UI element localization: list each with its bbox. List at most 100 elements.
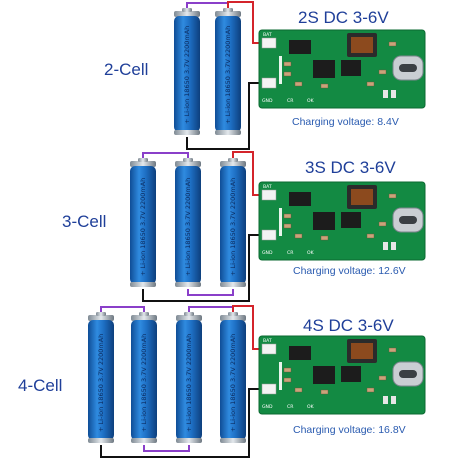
ic-chip bbox=[289, 346, 311, 360]
status-led bbox=[391, 242, 396, 250]
ic-chip bbox=[289, 40, 311, 54]
battery-print: + Li-ion 18650 3.7V 2200mAh bbox=[139, 178, 147, 276]
cell-count-label: 2-Cell bbox=[104, 60, 149, 79]
pad-label-ok: OK bbox=[307, 404, 315, 410]
pad-label-gnd: GND bbox=[262, 250, 273, 256]
battery-positive-cap bbox=[220, 315, 246, 321]
pad-label-bat: BAT bbox=[263, 184, 272, 190]
battery-negative-cap bbox=[220, 438, 246, 443]
battery-terminal bbox=[183, 158, 193, 162]
usb-c-port bbox=[399, 216, 417, 224]
series-wire bbox=[187, 289, 234, 296]
smd-component bbox=[294, 233, 303, 239]
battery-print: + Li-ion 18650 3.7V 2200mAh bbox=[184, 178, 192, 276]
battery-terminal bbox=[139, 312, 149, 316]
ic-chip bbox=[313, 212, 335, 230]
battery-cell: + Li-ion 18650 3.7V 2200mAh bbox=[130, 158, 156, 287]
status-led bbox=[391, 396, 396, 404]
smd-component bbox=[388, 41, 397, 47]
section-3s: + Li-ion 18650 3.7V 2200mAh + Li-ion 1865… bbox=[130, 151, 426, 302]
pad-label-ok: OK bbox=[307, 98, 315, 104]
positive-wire bbox=[232, 305, 265, 350]
inductor-core bbox=[351, 189, 373, 205]
cell-count-label: 3-Cell bbox=[62, 212, 107, 231]
status-led bbox=[383, 90, 388, 98]
solder-pad bbox=[261, 189, 277, 201]
silkscreen-line bbox=[279, 56, 282, 84]
series-wire bbox=[100, 306, 145, 313]
ic-chip bbox=[341, 60, 361, 76]
negative-wire bbox=[186, 82, 265, 150]
pad-label-cr: CR bbox=[287, 98, 294, 104]
series-wire bbox=[142, 152, 189, 159]
pad-label-cr: CR bbox=[287, 404, 294, 410]
battery-print: + Li-ion 18650 3.7V 2200mAh bbox=[183, 26, 191, 124]
battery-body bbox=[175, 166, 201, 284]
smd-component bbox=[320, 235, 329, 241]
battery-cell: + Li-ion 18650 3.7V 2200mAh bbox=[88, 312, 114, 443]
smd-component bbox=[283, 367, 292, 373]
silkscreen-line bbox=[279, 362, 282, 390]
battery-positive-cap bbox=[131, 315, 157, 321]
board-title: 2S DC 3-6V bbox=[298, 8, 389, 27]
inductor-core bbox=[351, 37, 373, 53]
smd-component bbox=[366, 81, 375, 87]
solder-pad bbox=[261, 229, 277, 241]
battery-positive-cap bbox=[174, 11, 200, 17]
battery-body bbox=[131, 320, 157, 440]
battery-positive-cap bbox=[88, 315, 114, 321]
battery-body bbox=[215, 16, 241, 132]
ic-chip bbox=[341, 366, 361, 382]
smd-component bbox=[320, 389, 329, 395]
status-led bbox=[383, 396, 388, 404]
section-4s: + Li-ion 18650 3.7V 2200mAh + Li-ion 1865… bbox=[88, 305, 426, 458]
smd-component bbox=[320, 83, 329, 89]
smd-component bbox=[283, 223, 292, 229]
battery-negative-cap bbox=[88, 438, 114, 443]
battery-print: + Li-ion 18650 3.7V 2200mAh bbox=[224, 26, 232, 124]
battery-terminal bbox=[138, 158, 148, 162]
positive-wire bbox=[232, 151, 265, 196]
smd-component bbox=[294, 81, 303, 87]
battery-negative-cap bbox=[175, 282, 201, 287]
battery-body bbox=[220, 320, 246, 440]
series-wire bbox=[188, 306, 234, 313]
battery-terminal bbox=[228, 312, 238, 316]
charging-voltage-label: Charging voltage: 12.6V bbox=[293, 265, 406, 277]
pad-label-gnd: GND bbox=[262, 98, 273, 104]
status-led bbox=[383, 242, 388, 250]
battery-terminal bbox=[228, 158, 238, 162]
section-2s: + Li-ion 18650 3.7V 2200mAh + Li-ion 1865… bbox=[174, 1, 426, 150]
battery-positive-cap bbox=[220, 161, 246, 167]
battery-cell: + Li-ion 18650 3.7V 2200mAh bbox=[220, 158, 246, 287]
smd-component bbox=[366, 387, 375, 393]
battery-cell: + Li-ion 18650 3.7V 2200mAh bbox=[131, 312, 157, 443]
battery-cell: + Li-ion 18650 3.7V 2200mAh bbox=[174, 8, 200, 135]
battery-positive-cap bbox=[175, 161, 201, 167]
ic-chip bbox=[313, 60, 335, 78]
positive-wire bbox=[227, 1, 265, 44]
battery-print: + Li-ion 18650 3.7V 2200mAh bbox=[185, 334, 193, 432]
cell-count-label: 4-Cell bbox=[18, 376, 63, 395]
pad-label-bat: BAT bbox=[263, 338, 272, 344]
battery-print: + Li-ion 18650 3.7V 2200mAh bbox=[229, 178, 237, 276]
smd-component bbox=[378, 375, 387, 381]
smd-component bbox=[388, 193, 397, 199]
charging-voltage-label: Charging voltage: 16.8V bbox=[293, 424, 406, 436]
negative-wire bbox=[142, 234, 265, 302]
battery-print: + Li-ion 18650 3.7V 2200mAh bbox=[140, 334, 148, 432]
battery-negative-cap bbox=[131, 438, 157, 443]
smd-component bbox=[283, 61, 292, 67]
solder-pad bbox=[261, 383, 277, 395]
ic-chip bbox=[313, 366, 335, 384]
negative-wire bbox=[100, 388, 265, 458]
series-wire bbox=[186, 2, 229, 9]
battery-terminal bbox=[223, 8, 233, 12]
smd-component bbox=[388, 347, 397, 353]
battery-print: + Li-ion 18650 3.7V 2200mAh bbox=[97, 334, 105, 432]
usb-c-port bbox=[399, 64, 417, 72]
battery-body bbox=[130, 166, 156, 284]
solder-pad bbox=[261, 37, 277, 49]
